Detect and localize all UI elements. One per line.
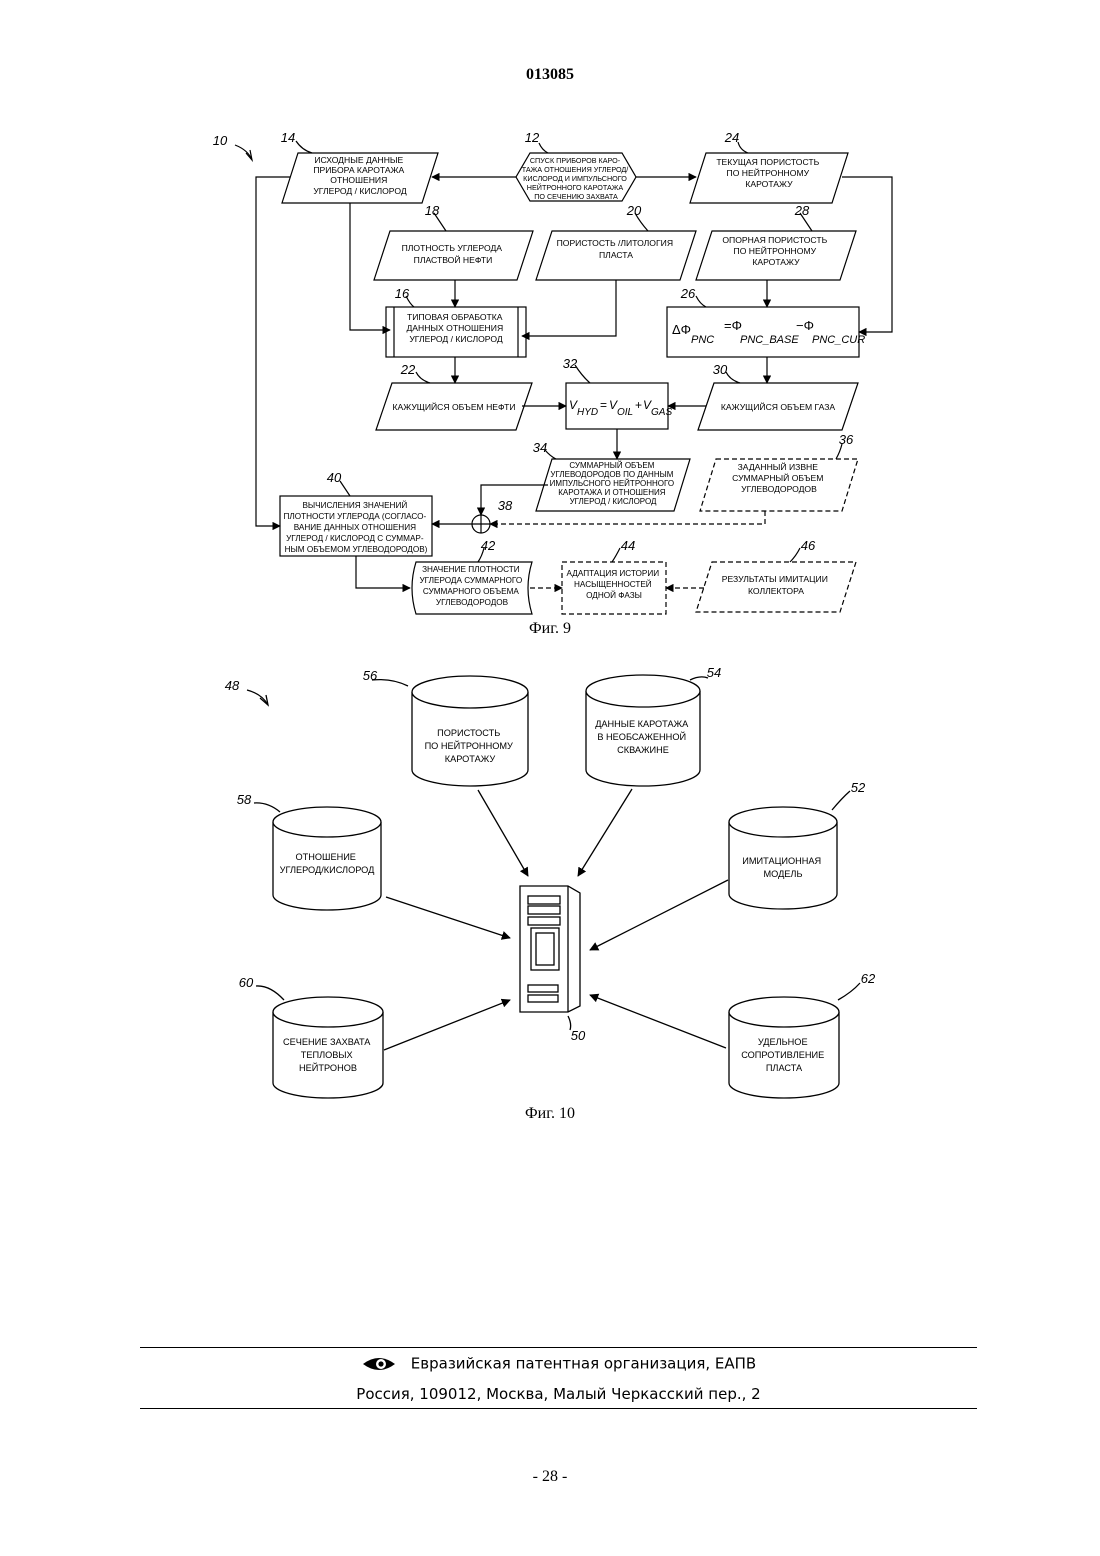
svg-text:+: + (635, 398, 642, 412)
footer-rule-top (140, 1347, 977, 1348)
node-26-formula: ΔΦ PNC =Φ PNC_BASE −Φ PNC_CUR (672, 318, 865, 346)
ref-54: 54 (707, 665, 721, 680)
svg-text:ΔΦ: ΔΦ (672, 322, 691, 337)
ref-60: 60 (239, 975, 254, 990)
ref-26: 26 (680, 286, 696, 301)
footer-org-text: Евразийская патентная организация, ЕАПВ (411, 1355, 756, 1373)
ref-30: 30 (713, 362, 728, 377)
node-22-text: КАЖУЩИЙСЯ ОБЪЕМ НЕФТИ (392, 401, 515, 412)
node-26-shape (667, 307, 859, 357)
ref-20: 20 (626, 203, 642, 218)
db-60-cylinder (273, 997, 383, 1098)
node-30-text: КАЖУЩИЙСЯ ОБЪЕМ ГАЗА (721, 401, 836, 412)
node-12-text: СПУСК ПРИБОРОВ КАРО- ТАЖА ОТНОШЕНИЯ УГЛЕ… (522, 156, 631, 201)
svg-text:PNC: PNC (691, 334, 714, 346)
ref-36: 36 (839, 432, 854, 447)
ref-52: 52 (851, 780, 866, 795)
svg-text:PNC_BASE: PNC_BASE (740, 334, 799, 346)
ref-12: 12 (525, 130, 540, 145)
ref-42: 42 (481, 538, 496, 553)
ref-58: 58 (237, 792, 252, 807)
svg-text:−Φ: −Φ (796, 318, 814, 333)
fig9-caption: Фиг. 9 (0, 620, 1100, 638)
ref-28: 28 (794, 203, 810, 218)
svg-text:=Φ: =Φ (724, 318, 742, 333)
db-54-text: ДАННЫЕ КАРОТАЖА В НЕОБСАЖЕННОЙ СКВАЖИНЕ (595, 719, 691, 755)
svg-text:HYD: HYD (577, 407, 598, 418)
ref-16: 16 (395, 286, 410, 301)
ref-48: 48 (225, 678, 240, 693)
db-62-cylinder (729, 997, 839, 1098)
patent-figures: 10 14 12 24 18 20 28 16 26 22 32 30 34 3… (0, 0, 1100, 1140)
ref-56: 56 (363, 668, 378, 683)
node-20-text: ПОРИСТОСТЬ /ЛИТОЛОГИЯ ПЛАСТА (557, 238, 676, 260)
svg-text:=: = (600, 398, 607, 412)
footer-address: Россия, 109012, Москва, Малый Черкасский… (140, 1385, 977, 1403)
ref-44: 44 (621, 538, 635, 553)
ref-50: 50 (571, 1028, 586, 1043)
db-54-cylinder (586, 675, 700, 786)
ref-32: 32 (563, 356, 578, 371)
svg-text:GAS: GAS (651, 407, 672, 418)
node-32-formula: V HYD = V OIL + V GAS (569, 398, 672, 418)
ref-24: 24 (724, 130, 739, 145)
svg-text:OIL: OIL (617, 407, 633, 418)
ref-46: 46 (801, 538, 816, 553)
server-icon (520, 886, 580, 1012)
node-14-text: ИСХОДНЫЕ ДАННЫЕ ПРИБОРА КАРОТАЖА ОТНОШЕН… (313, 155, 406, 196)
ref-62: 62 (861, 971, 876, 986)
ref-22: 22 (400, 362, 416, 377)
node-16-text: ТИПОВАЯ ОБРАБОТКА ДАННЫХ ОТНОШЕНИЯ УГЛЕР… (406, 312, 505, 344)
node-40-text: ВЫЧИСЛЕНИЯ ЗНАЧЕНИЙ ПЛОТНОСТИ УГЛЕРОДА (… (283, 499, 428, 554)
node-28-text: ОПОРНАЯ ПОРИСТОСТЬ ПО НЕЙТРОННОМУ КАРОТА… (722, 235, 829, 267)
fig9-flowchart (235, 141, 892, 614)
db-60-text: СЕЧЕНИЕ ЗАХВАТА ТЕПЛОВЫХ НЕЙТРОНОВ (283, 1037, 373, 1073)
footer-org: Евразийская патентная организация, ЕАПВ (140, 1354, 977, 1374)
ref-34: 34 (533, 440, 547, 455)
node-24-text: ТЕКУЩАЯ ПОРИСТОСТЬ ПО НЕЙТРОННОМУ КАРОТА… (716, 157, 821, 189)
footer-rule-bottom (140, 1408, 977, 1409)
page-number: - 28 - (0, 1468, 1100, 1486)
node-44-text: АДАПТАЦИЯ ИСТОРИИ НАСЫЩЕННОСТЕЙ ОДНОЙ ФА… (567, 569, 662, 600)
db-52-text: ИМИТАЦИОННАЯ МОДЕЛЬ (742, 856, 823, 879)
eapo-logo-icon (361, 1354, 397, 1374)
ref-38: 38 (498, 498, 513, 513)
fig10-diagram (247, 675, 860, 1098)
ref-14: 14 (281, 130, 295, 145)
ref-40: 40 (327, 470, 342, 485)
ref-10: 10 (213, 133, 228, 148)
ref-18: 18 (425, 203, 440, 218)
node-46-text: РЕЗУЛЬТАТЫ ИМИТАЦИИ КОЛЛЕКТОРА (722, 574, 831, 596)
node-42-text: ЗНАЧЕНИЕ ПЛОТНОСТИ УГЛЕРОДА СУММАРНОГО С… (419, 565, 524, 607)
fig10-caption: Фиг. 10 (0, 1105, 1100, 1123)
node-36-text: ЗАДАННЫЙ ИЗВНЕ СУММАРНЫЙ ОБЪЕМ УГЛЕВОДОР… (732, 461, 826, 494)
db-56-text: ПОРИСТОСТЬ ПО НЕЙТРОННОМУ КАРОТАЖУ (425, 728, 516, 764)
svg-text:PNC_CUR: PNC_CUR (812, 334, 865, 346)
node-18-text: ПЛОТНОСТЬ УГЛЕРОДА ПЛАСТВОЙ НЕФТИ (402, 243, 505, 265)
node-34-text: СУММАРНЫЙ ОБЪЕМ УГЛЕВОДОРОДОВ ПО ДАННЫМ … (550, 461, 677, 506)
db-62-text: УДЕЛЬНОЕ СОПРОТИВЛЕНИЕ ПЛАСТА (741, 1037, 827, 1073)
db-58-text: ОТНОШЕНИЕ УГЛЕРОД/КИСЛОРОД (280, 852, 375, 875)
